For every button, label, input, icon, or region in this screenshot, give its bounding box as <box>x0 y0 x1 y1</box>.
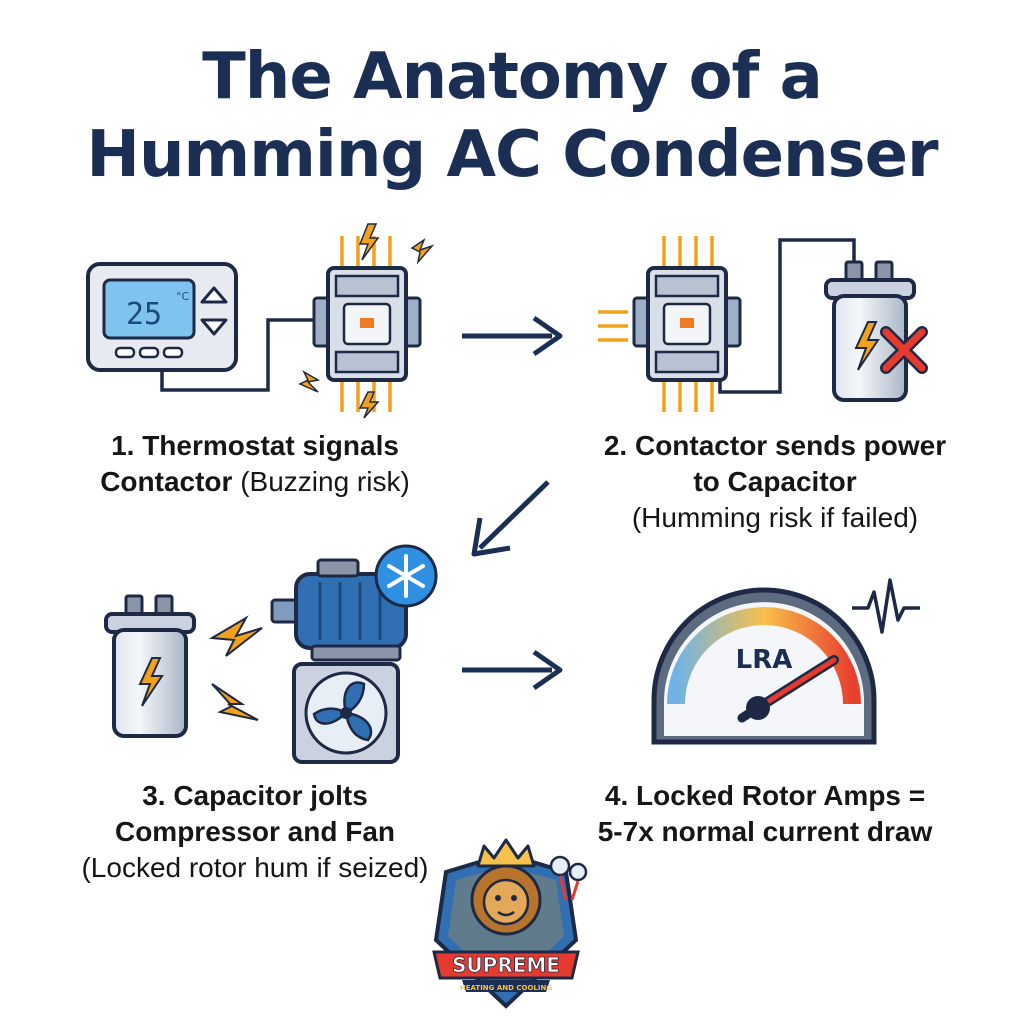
logo-tagline: HEATING AND COOLING <box>460 984 552 992</box>
capacitor-icon <box>824 260 916 402</box>
gauge-set-icon <box>549 855 588 901</box>
step-2-lead: 2. Contactor sends power <box>603 430 947 461</box>
step-4-lead: 4. Locked Rotor Amps = <box>604 780 926 811</box>
step-1-lead: 1. Thermostat signals <box>111 430 399 461</box>
spark-icon <box>298 223 435 419</box>
step-1-bold: Contactor <box>100 466 233 497</box>
gauge-icon: LRA <box>651 587 877 745</box>
step-3-lead: 3. Capacitor jolts <box>142 780 368 811</box>
snowflake-icon <box>374 544 438 608</box>
capacitor-wire <box>718 238 856 394</box>
down-arrow-icon <box>200 318 228 336</box>
waveform-icon <box>852 578 920 634</box>
title-line-1: The Anatomy of a <box>202 40 823 114</box>
up-arrow-icon <box>200 286 228 304</box>
capacitor-3-icon <box>104 594 196 738</box>
title-line-2: Humming AC Condenser <box>86 118 938 192</box>
step-2-line2: to Capacitor <box>693 466 857 497</box>
logo-name: SUPREME <box>452 953 560 977</box>
thermostat-temperature: 25 <box>126 297 162 332</box>
step-2-note: (Humming risk if failed) <box>631 502 919 533</box>
step-1-note: (Buzzing risk) <box>232 466 410 497</box>
step-3-line2: Compressor and Fan <box>114 816 396 847</box>
step-1-caption: 1. Thermostat signals Contactor (Buzzing… <box>40 428 470 500</box>
step-4-line2: 5-7x normal current draw <box>597 816 933 847</box>
step-4-caption: 4. Locked Rotor Amps = 5-7x normal curre… <box>540 778 990 850</box>
arrow-2-icon <box>471 480 550 557</box>
lion-logo-icon <box>470 864 542 936</box>
crown-icon <box>476 838 536 868</box>
arrow-3-icon <box>462 649 563 691</box>
lightning-icon <box>208 615 263 721</box>
gauge-label: LRA <box>736 645 793 675</box>
fan-icon <box>292 662 400 764</box>
step-3-caption: 3. Capacitor jolts Compressor and Fan (L… <box>40 778 470 886</box>
page-title: The Anatomy of a Humming AC Condenser <box>0 38 1024 194</box>
thermostat-wire <box>160 318 318 392</box>
supreme-logo: SUPREME HEATING AND COOLING <box>432 838 588 1009</box>
contactor-2-icon <box>598 236 742 412</box>
arrow-1-icon <box>462 315 563 357</box>
thermostat-icon: 25 °C <box>86 262 238 372</box>
step-2-caption: 2. Contactor sends power to Capacitor (H… <box>560 428 990 536</box>
step-3-note: (Locked rotor hum if seized) <box>81 852 429 883</box>
thermostat-unit: °C <box>176 290 190 303</box>
contactor-icon <box>312 236 422 412</box>
